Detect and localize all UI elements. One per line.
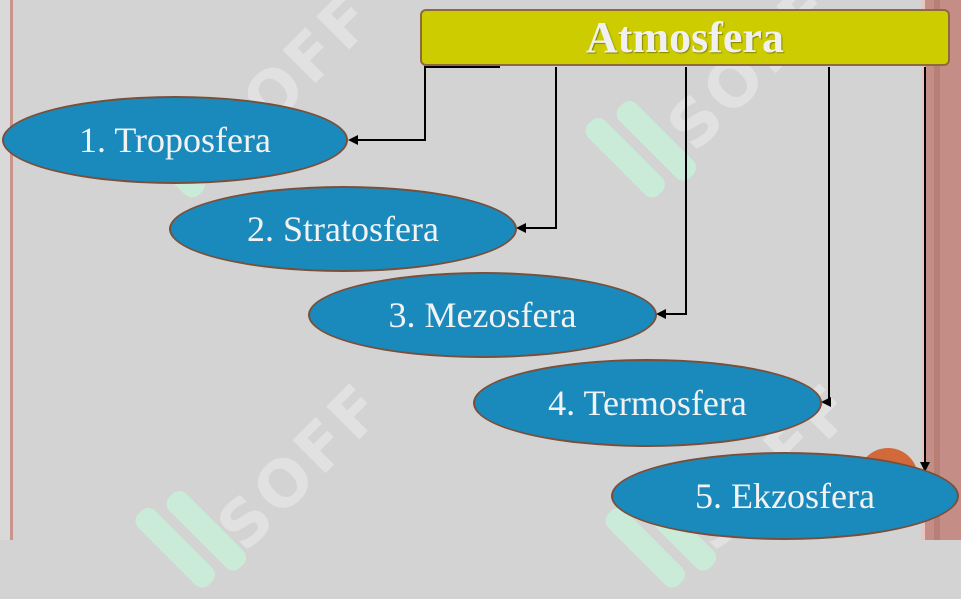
layer-label: 4. Termosfera (548, 383, 747, 423)
layer-mezosfera: 3. Mezosfera (308, 272, 657, 358)
layer-label: 2. Stratosfera (247, 209, 439, 249)
layer-troposfera: 1. Troposfera (2, 96, 348, 184)
connector-stratosfera (516, 67, 557, 233)
connector-mezosfera (656, 67, 687, 319)
layer-termosfera: 4. Termosfera (473, 359, 822, 447)
layer-stratosfera: 2. Stratosfera (169, 186, 517, 272)
connector-arrows (348, 66, 930, 472)
diagram-title: Atmosfera (586, 13, 784, 62)
atmosfera-title-box: Atmosfera (420, 9, 950, 66)
slide-right-border-stripe (934, 0, 940, 540)
layer-label: 3. Mezosfera (388, 295, 577, 335)
connector-termosfera (821, 67, 831, 407)
layer-ekzosfera: 5. Ekzosfera (611, 452, 959, 540)
layer-label: 5. Ekzosfera (695, 476, 875, 516)
layer-label: 1. Troposfera (78, 120, 271, 160)
connector-troposfera (348, 66, 500, 145)
slide-right-border (921, 0, 961, 540)
